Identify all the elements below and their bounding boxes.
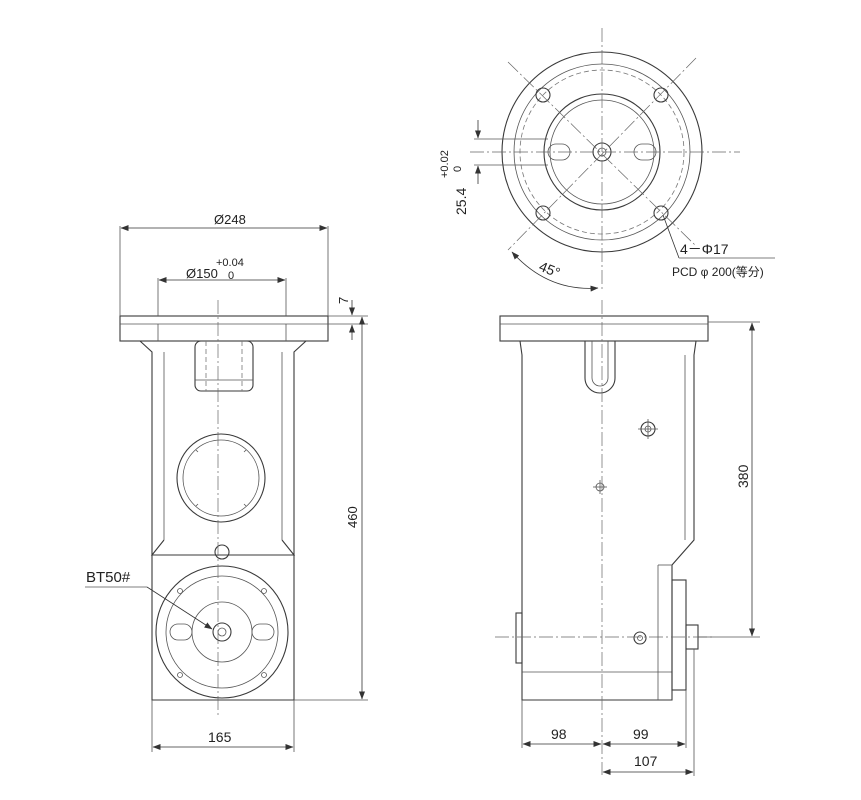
pilot-tol-lower: 0 xyxy=(228,270,234,282)
side-dimensions: 380 98 99 107 xyxy=(521,321,760,776)
side-lifting-slot xyxy=(584,341,616,394)
angle-label: 45° xyxy=(537,258,563,281)
side-offset-left-label: 98 xyxy=(551,726,567,742)
pilot-dia-label: Ø150 xyxy=(186,266,218,281)
front-dimensions: Ø248 Ø150 +0.04 0 7 460 165 BT50# xyxy=(85,212,368,752)
holes-label: 4－Φ17 xyxy=(680,241,729,257)
side-spindle-housing xyxy=(671,579,687,691)
side-flange xyxy=(499,315,709,342)
front-body xyxy=(139,340,307,701)
bolt-hole-3 xyxy=(535,205,551,221)
top-view xyxy=(470,28,740,292)
side-port-3 xyxy=(633,631,647,645)
front-spindle-face xyxy=(155,565,289,699)
spindle-label: BT50# xyxy=(86,569,131,586)
front-view xyxy=(119,300,329,715)
front-lube-hole xyxy=(214,544,230,560)
key-tol-upper: +0.02 xyxy=(439,150,451,178)
base-width-label: 165 xyxy=(208,729,232,745)
side-offset-total-label: 107 xyxy=(634,753,658,769)
pcd-label: PCD φ 200(等分) xyxy=(672,265,764,279)
side-offset-right-label: 99 xyxy=(633,726,649,742)
front-upper-boss xyxy=(194,340,254,392)
key-width-label: 25.4 xyxy=(453,188,469,215)
front-drive-key-left xyxy=(169,623,193,641)
bolt-hole-2 xyxy=(653,87,669,103)
flange-thickness-label: 7 xyxy=(336,297,351,304)
bolt-hole-1 xyxy=(535,87,551,103)
front-drive-key-right xyxy=(251,623,275,641)
side-body xyxy=(519,340,697,701)
front-window-outer xyxy=(176,433,266,523)
pilot-tol-upper: +0.04 xyxy=(216,257,244,269)
side-height-label: 380 xyxy=(735,464,751,488)
flange-dia-label: Ø248 xyxy=(214,212,246,227)
bolt-hole-4 xyxy=(653,205,669,221)
top-dimensions: 25.4 +0.02 0 45° 4－Φ17 PCD φ 200(等分) xyxy=(439,120,775,292)
front-flange xyxy=(119,315,329,342)
side-view xyxy=(495,300,712,775)
overall-height-label: 460 xyxy=(345,506,360,528)
key-tol-lower: 0 xyxy=(452,166,464,172)
